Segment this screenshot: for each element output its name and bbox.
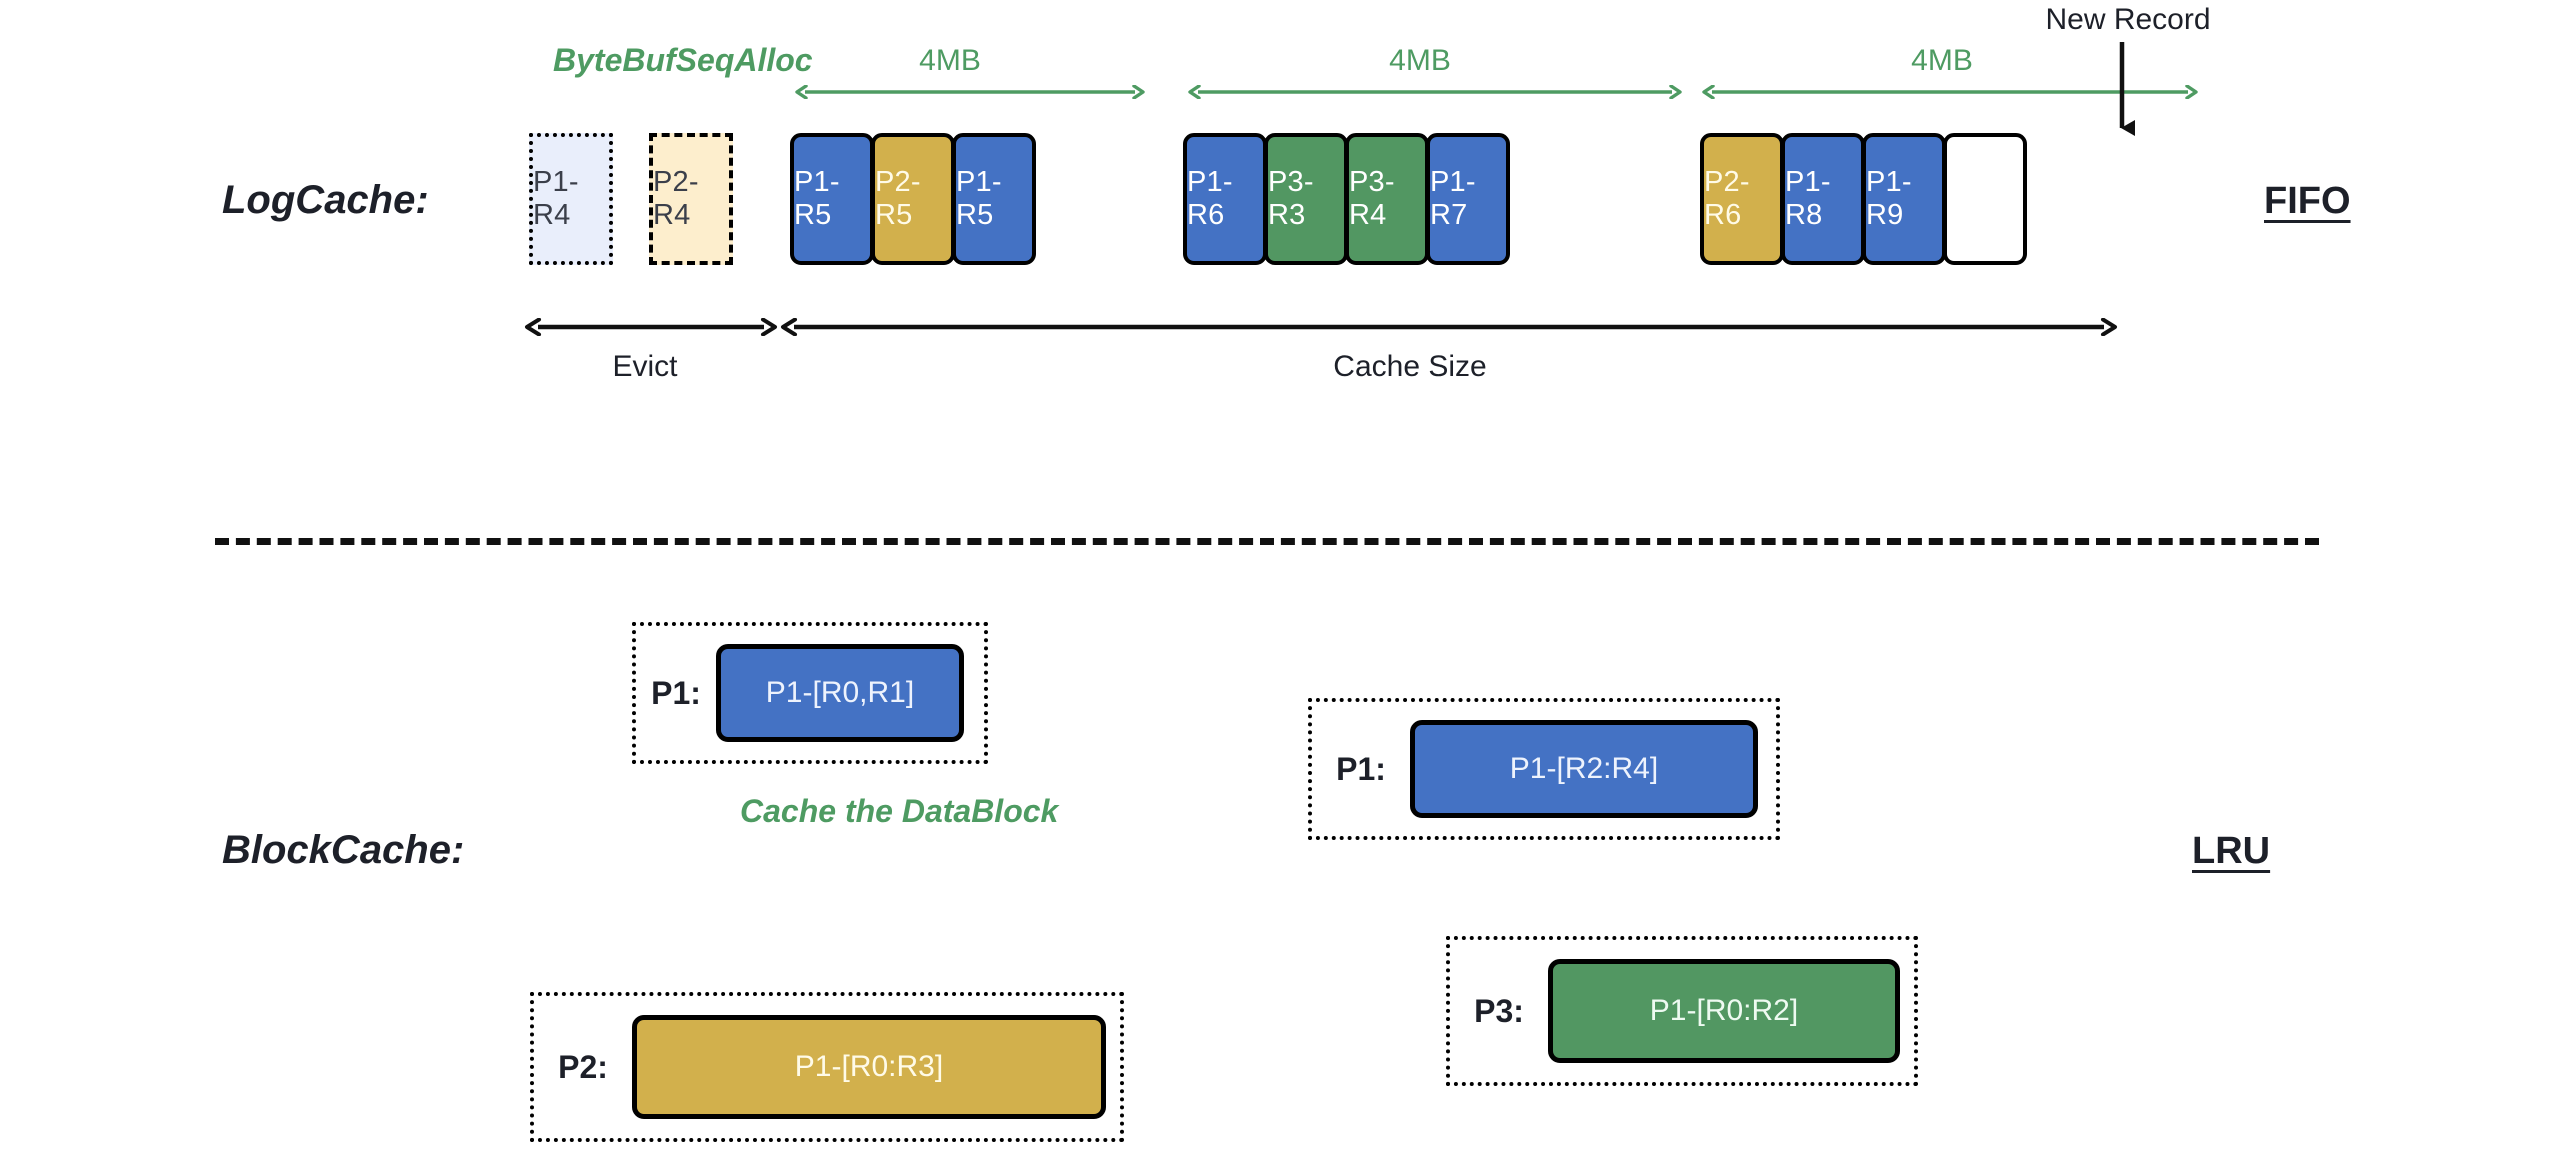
log-cache-block-s1-1: P2-R5	[871, 133, 955, 265]
section-divider	[215, 538, 2319, 545]
block-cache-entry-2-value: P1-[R0:R3]	[632, 1015, 1106, 1119]
segment-size-label-2: 4MB	[1389, 44, 1451, 77]
block-cache-entry-1-value: P1-[R2:R4]	[1410, 720, 1758, 818]
block-cache-entry-0-value: P1-[R0,R1]	[716, 644, 964, 742]
bytebufseqalloc-label: ByteBufSeqAlloc	[553, 42, 813, 78]
new-record-label: New Record	[2045, 3, 2211, 36]
block-cache-entry-2-key: P2:	[558, 1048, 608, 1085]
cache-size-span-label: Cache Size	[1333, 350, 1487, 383]
block-cache-entry-3: P3: P1-[R0:R2]	[1446, 936, 1918, 1086]
block-cache-entry-2: P2: P1-[R0:R3]	[530, 992, 1124, 1142]
log-cache-row-label: LogCache:	[222, 178, 429, 222]
log-cache-block-s2-2: P3-R4	[1345, 133, 1429, 265]
block-cache-entry-1: P1: P1-[R2:R4]	[1308, 698, 1780, 840]
log-cache-policy-badge: FIFO	[2264, 180, 2351, 222]
evict-span-label: Evict	[612, 350, 678, 383]
block-cache-entry-0-key: P1:	[651, 674, 701, 711]
block-cache-row-label: BlockCache:	[222, 828, 465, 872]
block-cache-entry-1-key: P1:	[1336, 750, 1386, 787]
log-cache-block-s3-1: P1-R8	[1781, 133, 1865, 265]
block-cache-entry-0: P1: P1-[R0,R1]	[632, 622, 988, 764]
block-cache-entry-3-value: P1-[R0:R2]	[1548, 959, 1900, 1063]
log-cache-block-s3-2: P1-R9	[1862, 133, 1946, 265]
segment-size-label-3: 4MB	[1911, 44, 1973, 77]
log-cache-block-s1-2: P1-R5	[952, 133, 1036, 265]
log-cache-block-s1-0: P1-R5	[790, 133, 874, 265]
evicted-block-1: P2-R4	[649, 133, 733, 265]
block-cache-entry-3-key: P3:	[1474, 992, 1524, 1029]
log-cache-block-s2-3: P1-R7	[1426, 133, 1510, 265]
cache-the-datablock-label: Cache the DataBlock	[740, 793, 1059, 829]
segment-size-label-1: 4MB	[919, 44, 981, 77]
log-cache-block-s3-0: P2-R6	[1700, 133, 1784, 265]
log-cache-block-s2-1: P3-R3	[1264, 133, 1348, 265]
block-cache-policy-badge: LRU	[2192, 830, 2271, 872]
evicted-block-0: P1-R4	[529, 133, 613, 265]
log-cache-block-empty-slot	[1943, 133, 2027, 265]
log-cache-block-s2-0: P1-R6	[1183, 133, 1267, 265]
